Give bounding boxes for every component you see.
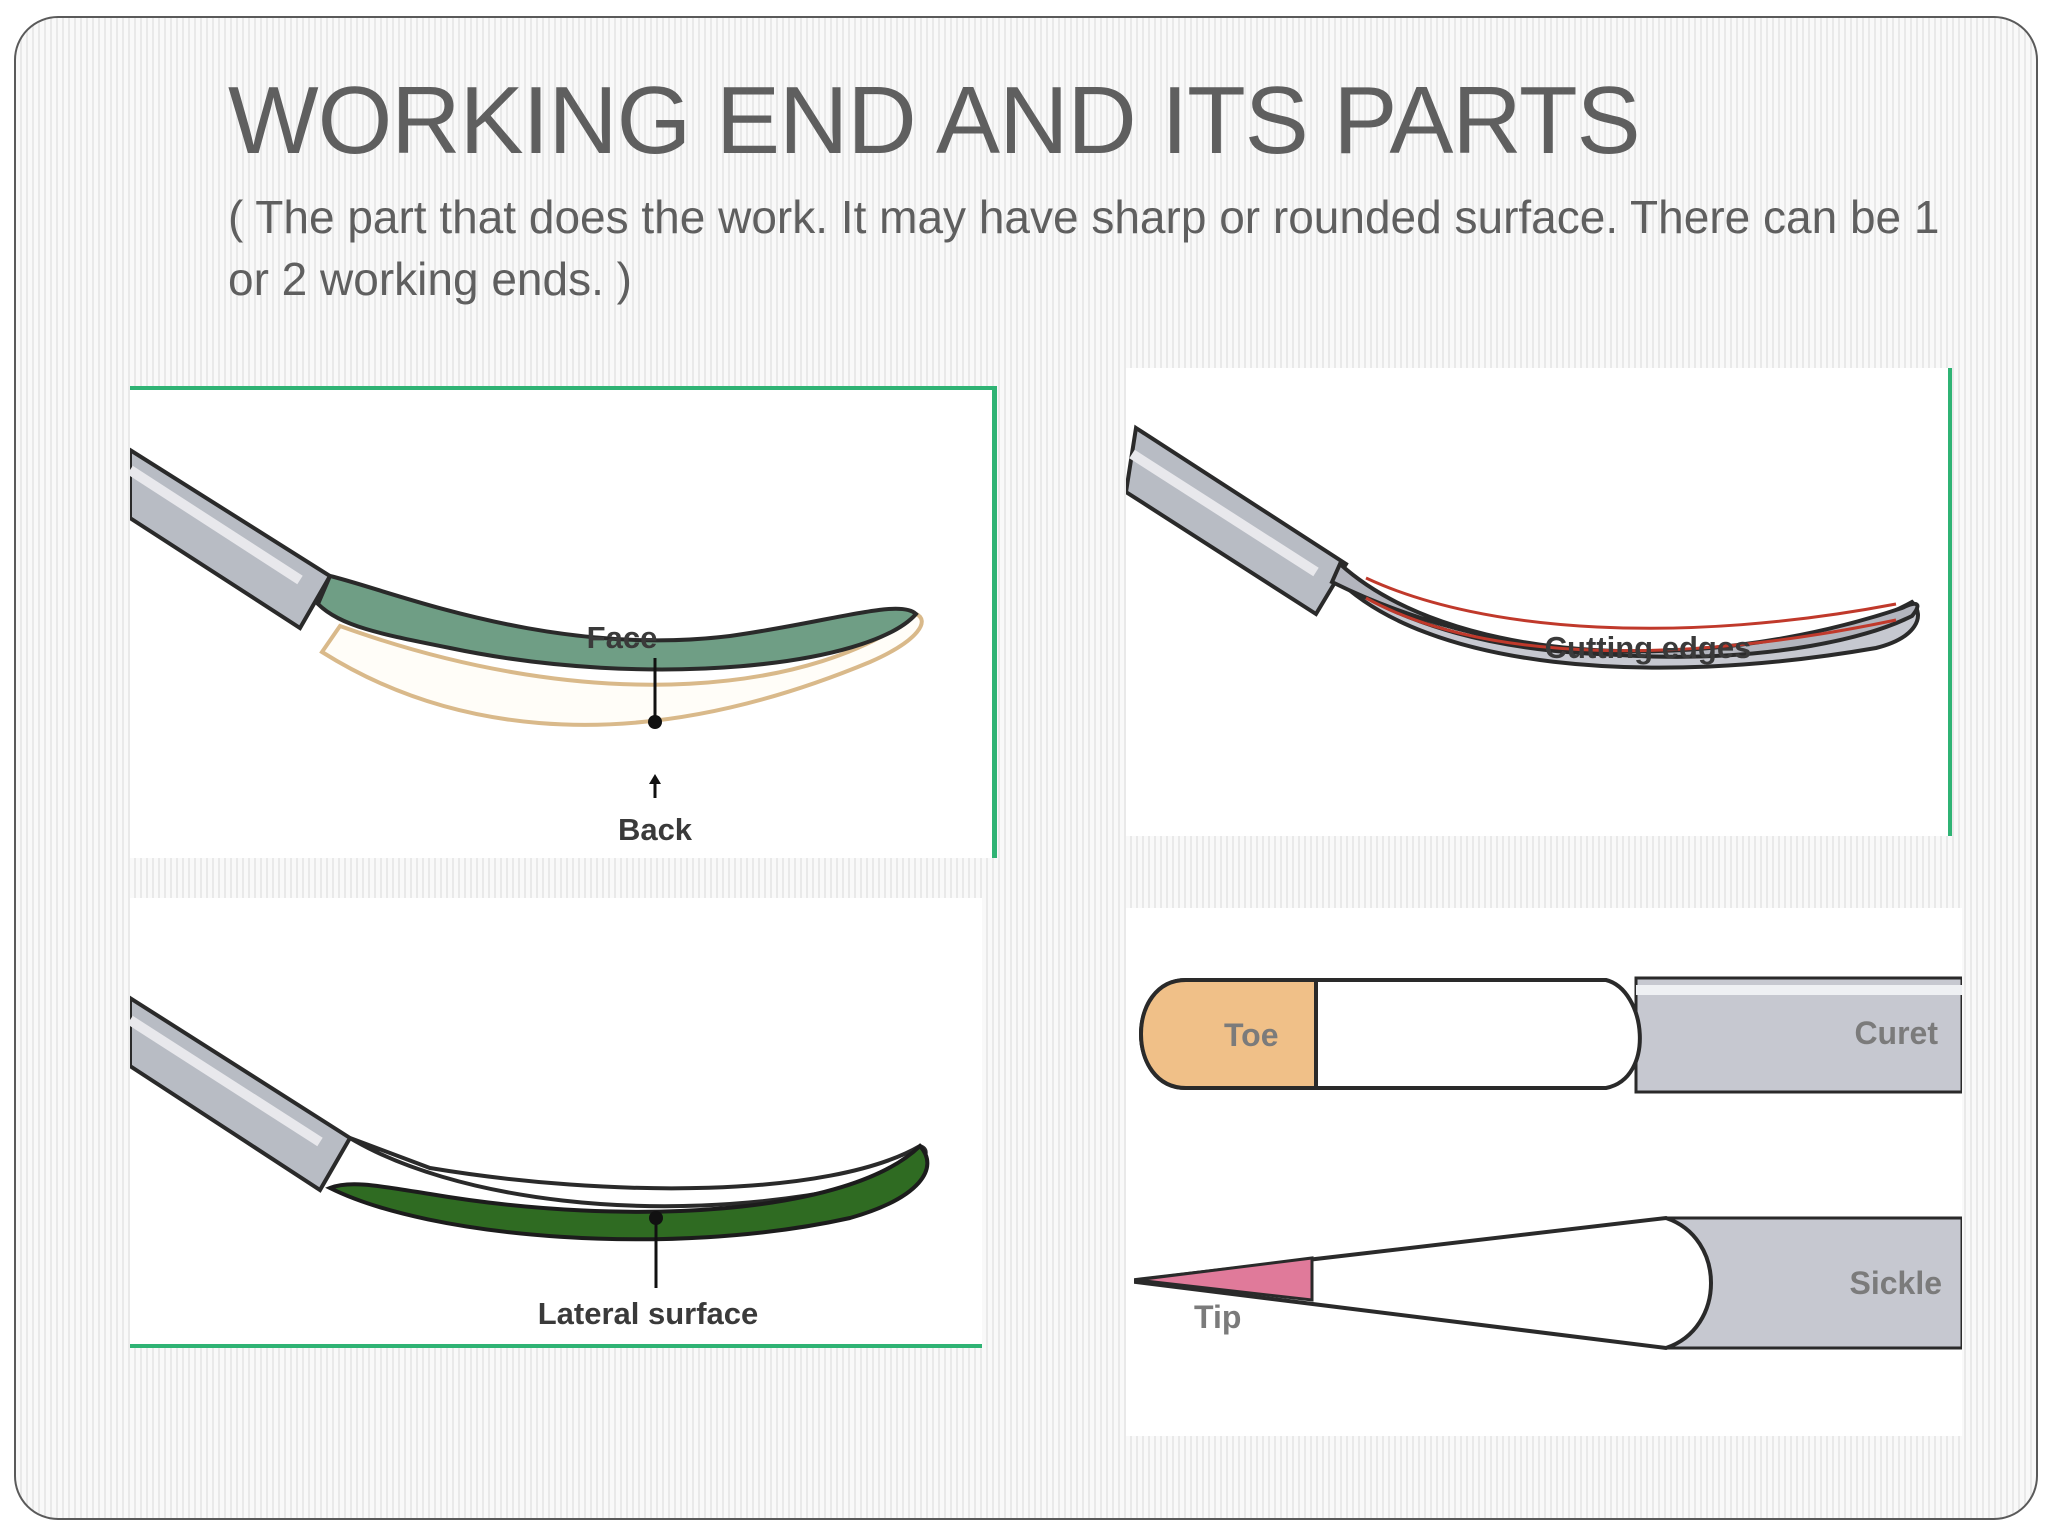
slide: WORKING END AND ITS PARTS ( The part tha…: [14, 16, 2038, 1520]
tip-label: Tip: [1194, 1299, 1241, 1335]
toe-label: Toe: [1224, 1017, 1279, 1053]
cutting-edge-lower: [1365, 596, 1897, 653]
slide-subtitle: ( The part that does the work. It may ha…: [228, 191, 1940, 305]
blade-lateral-surface: [325, 1143, 930, 1242]
cutting-edge-upper: [1365, 576, 1897, 630]
curet-label: Curet: [1854, 1015, 1938, 1051]
figure-lateral-surface: Lateral surface: [130, 898, 982, 1348]
sickle-blade: [1134, 1215, 1713, 1351]
back-pointer-arrow: [649, 774, 661, 784]
figure-cutting-edges: Cutting edges: [1126, 368, 1952, 836]
face-back-illustration: Face Back: [130, 447, 924, 847]
lateral-surface-label: Lateral surface: [538, 1296, 759, 1331]
figure-toe-tip: Toe Curet Tip Sickle: [1126, 908, 1962, 1436]
curet-toe: [1139, 978, 1318, 1090]
cutting-edges-illustration: Cutting edges: [1126, 424, 1920, 670]
lateral-pointer-dot: [649, 1211, 663, 1225]
slide-title: WORKING END AND ITS PARTS: [228, 67, 1641, 174]
sickle-tip: [1135, 1256, 1314, 1302]
face-label: Face: [587, 620, 658, 655]
blade-back: [319, 611, 924, 727]
figure-face-back: Face Back: [130, 386, 997, 858]
cutting-edges-label: Cutting edges: [1545, 630, 1752, 665]
sickle-label: Sickle: [1849, 1265, 1942, 1301]
blade-face: [315, 573, 919, 672]
toe-tip-illustration: Toe Curet Tip Sickle: [1134, 976, 1962, 1351]
back-label: Back: [618, 812, 693, 847]
lateral-surface-illustration: Lateral surface: [130, 995, 930, 1331]
face-pointer-dot: [648, 715, 662, 729]
